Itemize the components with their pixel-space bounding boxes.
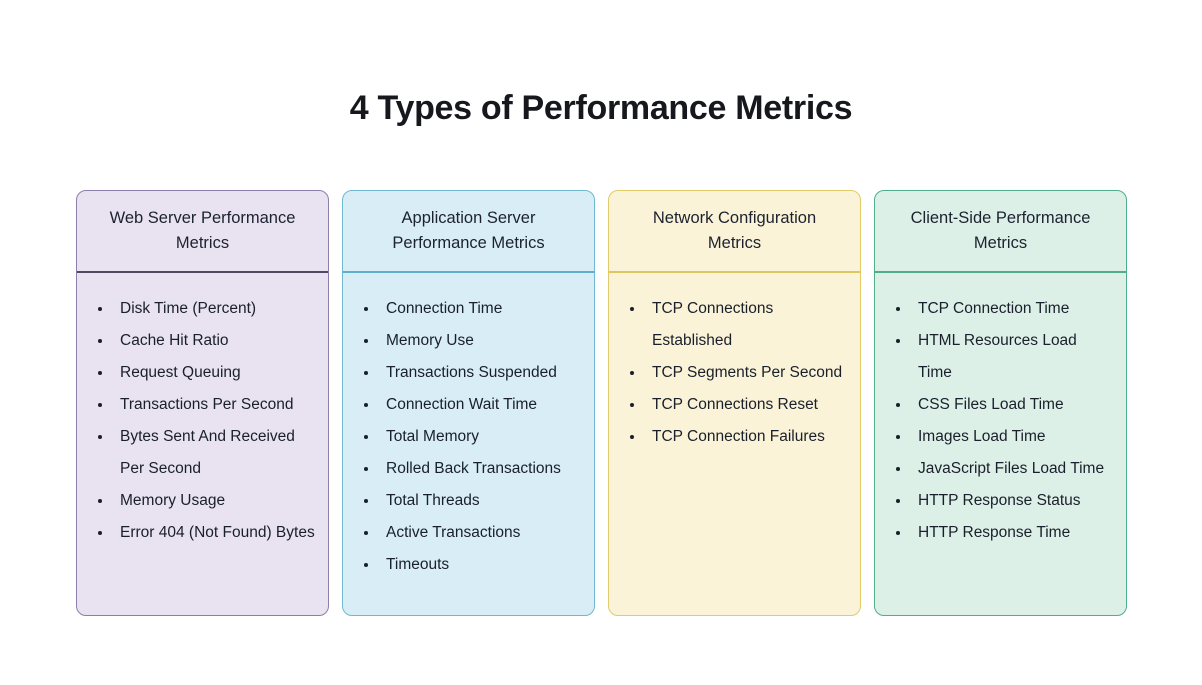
metric-item: TCP Connection Time xyxy=(911,293,1114,325)
metric-item: Total Threads xyxy=(379,485,582,517)
metric-item: Timeouts xyxy=(379,549,582,581)
metric-item: Total Memory xyxy=(379,421,582,453)
card-header: Application Server Performance Metrics xyxy=(343,191,594,273)
metric-item: Memory Usage xyxy=(113,485,316,517)
metric-item: Transactions Per Second xyxy=(113,389,316,421)
metric-list: Disk Time (Percent)Cache Hit RatioReques… xyxy=(99,293,316,549)
metric-item: Cache Hit Ratio xyxy=(113,325,316,357)
metric-item: JavaScript Files Load Time xyxy=(911,453,1114,485)
metric-item: Request Queuing xyxy=(113,357,316,389)
card-title: Network Configuration Metrics xyxy=(652,209,817,252)
metric-item: Connection Time xyxy=(379,293,582,325)
card-body: TCP Connections EstablishedTCP Segments … xyxy=(609,273,860,471)
metric-item: Memory Use xyxy=(379,325,582,357)
card-body: Connection TimeMemory UseTransactions Su… xyxy=(343,273,594,599)
metric-list: Connection TimeMemory UseTransactions Su… xyxy=(365,293,582,581)
metric-list: TCP Connection TimeHTML Resources Load T… xyxy=(897,293,1114,549)
page-title: 4 Types of Performance Metrics xyxy=(349,89,853,127)
card-title: Application Server Performance Metrics xyxy=(392,209,545,252)
card-network-configuration-metrics: Network Configuration Metrics TCP Connec… xyxy=(608,190,861,616)
metric-item: TCP Segments Per Second xyxy=(645,357,848,389)
card-body: Disk Time (Percent)Cache Hit RatioReques… xyxy=(77,273,328,567)
metric-item: Bytes Sent And Received Per Second xyxy=(113,421,316,485)
metric-item: Rolled Back Transactions xyxy=(379,453,582,485)
card-header: Network Configuration Metrics xyxy=(609,191,860,273)
card-title: Web Server Performance Metrics xyxy=(109,209,296,252)
card-title: Client-Side Performance Metrics xyxy=(910,209,1091,252)
metric-item: Images Load Time xyxy=(911,421,1114,453)
card-web-server-metrics: Web Server Performance Metrics Disk Time… xyxy=(76,190,329,616)
metric-item: TCP Connections Reset xyxy=(645,389,848,421)
metric-item: Error 404 (Not Found) Bytes xyxy=(113,517,316,549)
metric-item: TCP Connection Failures xyxy=(645,421,848,453)
card-client-side-metrics: Client-Side Performance Metrics TCP Conn… xyxy=(874,190,1127,616)
metric-item: Active Transactions xyxy=(379,517,582,549)
metric-item: HTML Resources Load Time xyxy=(911,325,1114,389)
card-header: Web Server Performance Metrics xyxy=(77,191,328,273)
metric-item: HTTP Response Time xyxy=(911,517,1114,549)
cards-row: Web Server Performance Metrics Disk Time… xyxy=(76,190,1127,616)
metric-item: Disk Time (Percent) xyxy=(113,293,316,325)
card-application-server-metrics: Application Server Performance Metrics C… xyxy=(342,190,595,616)
card-header: Client-Side Performance Metrics xyxy=(875,191,1126,273)
metric-item: HTTP Response Status xyxy=(911,485,1114,517)
metric-item: CSS Files Load Time xyxy=(911,389,1114,421)
metric-item: Transactions Suspended xyxy=(379,357,582,389)
metric-item: TCP Connections Established xyxy=(645,293,848,357)
card-body: TCP Connection TimeHTML Resources Load T… xyxy=(875,273,1126,567)
metric-list: TCP Connections EstablishedTCP Segments … xyxy=(631,293,848,453)
metric-item: Connection Wait Time xyxy=(379,389,582,421)
